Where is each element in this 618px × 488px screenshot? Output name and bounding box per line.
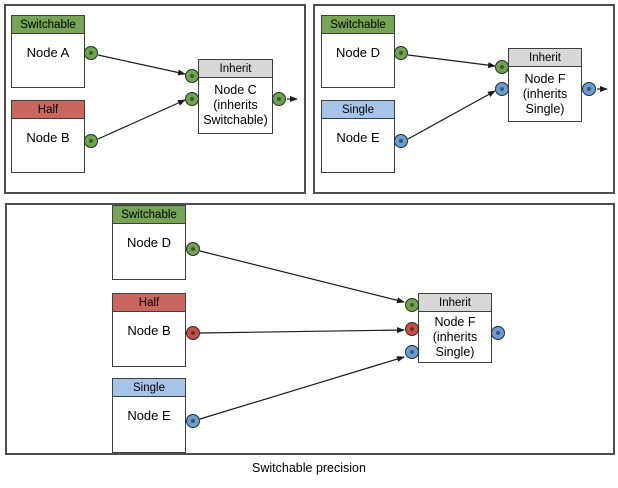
node-d: Switchable Node D	[321, 15, 395, 88]
node-d-bottom-label: Node D	[126, 235, 172, 250]
edge-noded-to-nodef-bottom	[199, 250, 405, 304]
node-c-label-line1: Node C	[214, 83, 257, 97]
node-a: Switchable Node A	[11, 15, 85, 88]
edge-noded-to-nodef	[407, 54, 496, 69]
node-f-label-line1: Node F	[524, 72, 566, 86]
node-f-bottom: Inherit Node F (inherits Single)	[418, 293, 492, 363]
node-b-bottom-precision-header: Half	[113, 294, 185, 312]
node-f-bottom-label: Node F (inherits Single)	[419, 312, 491, 360]
figure-caption: Switchable precision	[252, 461, 366, 475]
port-node-d-output	[394, 46, 408, 60]
node-c-label: Node C (inherits Switchable)	[199, 78, 272, 128]
node-d-bottom: Switchable Node D	[112, 205, 186, 280]
node-f-label-line2: (inherits	[522, 87, 568, 101]
node-f-bottom-label-line3: Single)	[435, 345, 475, 359]
port-node-d-bottom-output	[186, 242, 200, 256]
edge-nodeb-to-nodef-bottom	[199, 327, 405, 334]
node-e-bottom-label: Node E	[127, 408, 171, 423]
node-e: Single Node E	[321, 100, 395, 173]
node-e-precision-header: Single	[322, 101, 394, 119]
port-node-f-input-2	[495, 82, 509, 96]
node-d-bottom-precision-header: Switchable	[113, 206, 185, 224]
node-f-label-line3: Single)	[525, 102, 565, 116]
edge-nodeb-to-nodec	[97, 99, 186, 140]
port-node-f-bottom-input-2	[405, 322, 419, 336]
node-f-precision-header: Inherit	[509, 49, 581, 67]
node-b-bottom: Half Node B	[112, 293, 186, 367]
node-b-precision-header: Half	[12, 101, 84, 119]
edge-nodee-to-nodef	[407, 90, 496, 140]
node-c-label-line2: (inherits	[213, 98, 258, 112]
port-node-f-bottom-output	[491, 326, 505, 340]
port-node-e-output	[394, 134, 408, 148]
port-node-f-bottom-input-3	[405, 345, 419, 359]
node-b-label: Node B	[26, 130, 70, 145]
port-node-f-bottom-input-1	[405, 298, 419, 312]
node-f-bottom-label-line2: (inherits	[432, 330, 478, 344]
node-f-bottom-precision-header: Inherit	[419, 294, 491, 312]
port-node-c-input-2	[185, 92, 199, 106]
node-e-label: Node E	[336, 130, 380, 145]
node-b-bottom-label: Node B	[127, 323, 171, 338]
port-node-f-input-1	[495, 60, 509, 74]
node-c-label-line3: Switchable)	[203, 113, 268, 127]
node-f-bottom-label-line1: Node F	[434, 315, 476, 329]
node-d-precision-header: Switchable	[322, 16, 394, 34]
node-a-label: Node A	[26, 45, 70, 60]
node-a-precision-header: Switchable	[12, 16, 84, 34]
port-node-e-bottom-output	[186, 414, 200, 428]
node-d-label: Node D	[335, 45, 381, 60]
node-e-bottom-precision-header: Single	[113, 379, 185, 397]
panel-bottom	[5, 203, 615, 455]
port-node-c-input-1	[185, 69, 199, 83]
port-node-f-output	[582, 82, 596, 96]
edge-nodea-to-nodec	[97, 54, 186, 76]
node-c-precision-header: Inherit	[199, 60, 272, 78]
port-node-b-output	[84, 134, 98, 148]
node-b: Half Node B	[11, 100, 85, 173]
port-node-b-bottom-output	[186, 326, 200, 340]
node-f: Inherit Node F (inherits Single)	[508, 48, 582, 122]
port-node-c-output	[272, 92, 286, 106]
edge-nodee-to-nodef-bottom	[199, 356, 405, 420]
node-f-label: Node F (inherits Single)	[509, 67, 581, 117]
node-e-bottom: Single Node E	[112, 378, 186, 453]
port-node-a-output	[84, 46, 98, 60]
